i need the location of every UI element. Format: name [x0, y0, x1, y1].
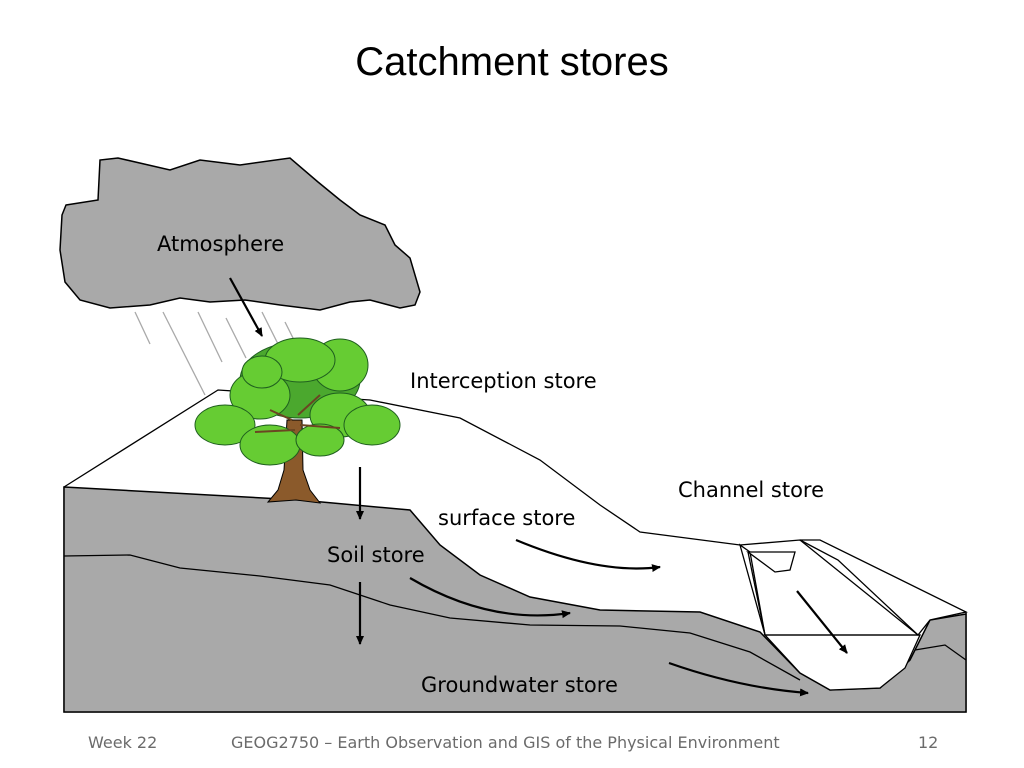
arrow-soil-lateral-flow	[409, 577, 571, 619]
label-surface-store: surface store	[438, 506, 575, 530]
label-atmosphere: Atmosphere	[157, 232, 284, 256]
label-soil-store: Soil store	[327, 543, 425, 567]
footer-week: Week 22	[88, 733, 158, 752]
soil-groundwater-boundary	[63, 554, 801, 681]
tree-canopy	[194, 337, 401, 466]
page-title: Catchment stores	[355, 40, 669, 84]
arrow-channel-flow	[796, 590, 848, 654]
flow-arrows	[229, 277, 848, 697]
cloud-shape	[59, 157, 421, 311]
arrow-atmosphere-to-interception	[229, 277, 263, 337]
label-interception-store: Interception store	[410, 369, 597, 393]
label-groundwater-store: Groundwater store	[421, 673, 618, 697]
label-channel-store: Channel store	[678, 478, 824, 502]
footer-course: GEOG2750 – Earth Observation and GIS of …	[231, 733, 780, 752]
footer-page-number: 12	[918, 733, 939, 752]
tree-branches	[254, 394, 341, 433]
tree	[194, 337, 401, 504]
channel-banks	[738, 539, 968, 636]
ground-cross-section	[63, 486, 967, 713]
channel-bank-line	[914, 644, 967, 661]
arrow-surface-to-channel	[515, 538, 661, 573]
arrow-groundwater-to-channel	[668, 661, 809, 697]
